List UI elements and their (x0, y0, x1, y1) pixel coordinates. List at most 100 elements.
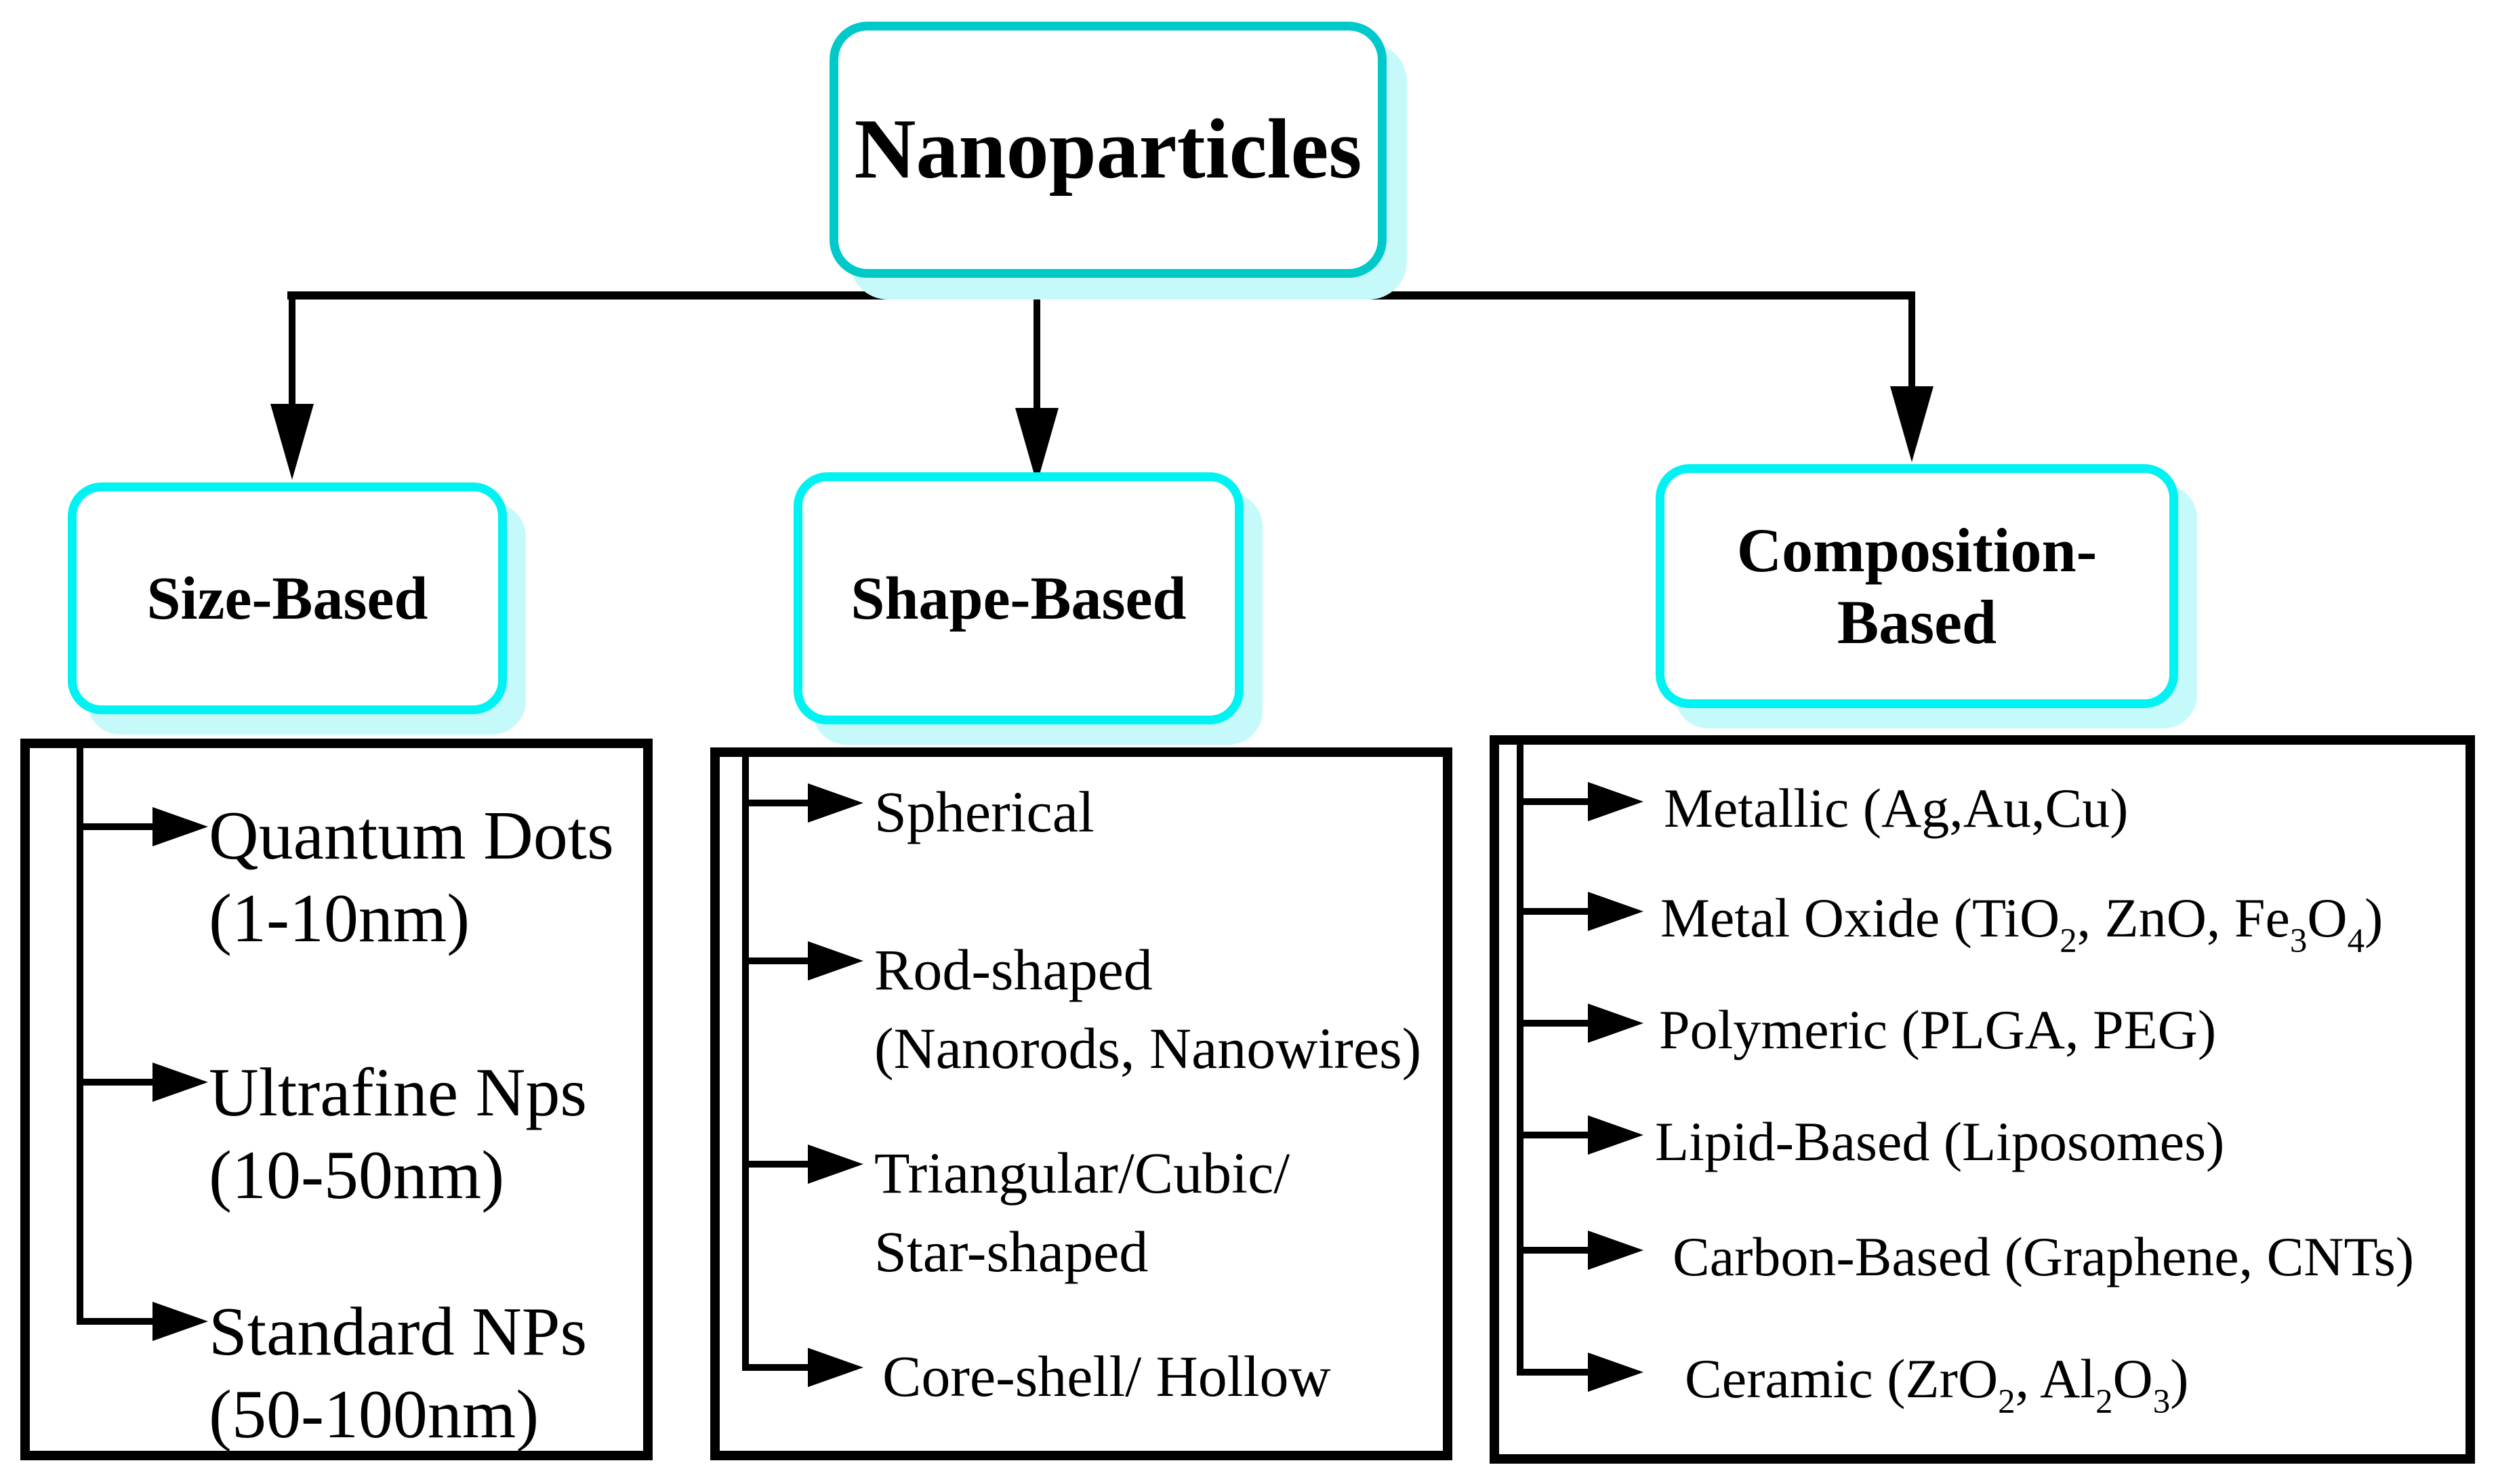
arrow-shaft (77, 1318, 152, 1325)
list-item: Ultrafine Nps (10-50nm) (209, 1052, 587, 1217)
arrow-head (808, 941, 863, 981)
category-box-shape-based: Shape-Based (794, 472, 1244, 724)
list-item-line: Metallic (Ag,Au,Cu) (1664, 771, 2128, 846)
arrow-shaft (742, 1364, 808, 1371)
arrow-head (808, 783, 863, 823)
text-segment: , ZnO, Fe (2076, 887, 2290, 949)
subscript-text: 3 (2152, 1382, 2171, 1420)
arrow-shaft (1517, 1369, 1588, 1376)
branch-trunk-line (742, 747, 749, 1370)
text-segment: (50-100nm) (209, 1376, 539, 1453)
arrow-right-icon (742, 1145, 863, 1184)
branch-trunk-line (1517, 735, 1523, 1374)
subscript-text: 2 (1998, 1382, 2016, 1420)
arrow-shaft (77, 1079, 152, 1086)
list-item-line: Lipid-Based (Liposomes) (1655, 1105, 2224, 1179)
arrow-shaft (1517, 1247, 1588, 1254)
list-panel-size-based (20, 739, 653, 1460)
category-box-composition-based: Composition-Based (1656, 464, 2178, 708)
arrow-head (1588, 1353, 1643, 1392)
arrow-right-icon (742, 783, 863, 823)
connector-hline (287, 291, 1911, 300)
list-item-line: Standard NPs (209, 1291, 587, 1374)
list-item-line: Star-shaped (874, 1212, 1290, 1291)
list-item: Spherical (874, 772, 1094, 851)
arrow-right-icon (1517, 1231, 1643, 1270)
arrow-right-icon (1517, 892, 1643, 931)
list-item: Standard NPs (50-100nm) (209, 1291, 587, 1456)
arrow-down-icon (1890, 386, 1934, 462)
text-segment: Star-shaped (874, 1219, 1149, 1284)
list-item-line: Carbon-Based (Graphene, CNTs) (1673, 1220, 2414, 1294)
arrow-right-icon (742, 1348, 863, 1387)
arrow-head (152, 1302, 208, 1341)
subscript-text: 4 (2347, 921, 2365, 960)
category-box-size-based: Size-Based (68, 482, 507, 714)
arrow-shaft (77, 823, 152, 830)
list-item-line: Rod-shaped (874, 930, 1421, 1009)
list-item-line: Metal Oxide (TiO2, ZnO, Fe3O4) (1660, 881, 2383, 978)
arrow-head (1588, 1115, 1643, 1155)
list-panel-shape-based (710, 747, 1452, 1460)
list-item-line: Quantum Dots (209, 795, 614, 878)
list-item-line: Polymeric (PLGA, PEG) (1659, 993, 2216, 1067)
arrow-shaft (1517, 798, 1588, 805)
text-segment: (10-50nm) (209, 1137, 505, 1214)
arrow-shaft (1517, 1020, 1588, 1027)
text-segment: ) (2170, 1348, 2189, 1409)
list-item: Metal Oxide (TiO2, ZnO, Fe3O4) (1660, 881, 2383, 978)
category-label: Size-Based (146, 564, 428, 632)
arrow-head (808, 1348, 863, 1387)
arrow-right-icon (1517, 1353, 1643, 1392)
text-segment: Core-shell/ Hollow (882, 1344, 1331, 1409)
list-item: Triangular/Cubic/ Star-shaped (874, 1134, 1290, 1291)
text-segment: Quantum Dots (209, 798, 614, 874)
arrow-head (1588, 892, 1643, 931)
list-item: Carbon-Based (Graphene, CNTs) (1673, 1220, 2414, 1294)
arrow-shaft (1517, 908, 1588, 915)
arrow-head (1588, 1004, 1643, 1043)
text-segment: Metallic (Ag,Au,Cu) (1664, 777, 2129, 839)
arrow-right-icon (1517, 1115, 1643, 1155)
arrow-shaft (742, 800, 808, 806)
list-item-line: Ultrafine Nps (209, 1052, 587, 1134)
text-segment: Carbon-Based (Graphene, CNTs) (1673, 1226, 2415, 1287)
category-label: Composition-Based (1736, 516, 2098, 657)
arrow-head (808, 1145, 863, 1184)
text-segment: O (2112, 1348, 2153, 1409)
list-item: Polymeric (PLGA, PEG) (1659, 993, 2216, 1067)
connector-drop-left (289, 291, 295, 408)
list-item-line: (50-100nm) (209, 1374, 587, 1456)
arrow-right-icon (742, 941, 863, 981)
arrow-shaft (742, 957, 808, 964)
root-node-label: Nanoparticles (854, 102, 1362, 197)
arrow-shaft (1517, 1132, 1588, 1138)
list-item-line: (Nanorods, Nanowires) (874, 1009, 1421, 1088)
list-item: Quantum Dots (1-10nm) (209, 795, 614, 960)
subscript-text: 2 (2095, 1382, 2113, 1420)
arrow-right-icon (77, 1302, 208, 1341)
text-segment: Polymeric (PLGA, PEG) (1659, 999, 2217, 1060)
list-item: Lipid-Based (Liposomes) (1655, 1105, 2224, 1179)
list-item-line: (1-10nm) (209, 878, 614, 960)
arrow-shaft (742, 1161, 808, 1168)
list-item-line: (10-50nm) (209, 1134, 587, 1217)
arrow-right-icon (1517, 782, 1643, 821)
text-segment: Ceramic (ZrO (1685, 1348, 1999, 1409)
subscript-text: 2 (2060, 921, 2077, 960)
connector-drop-right (1908, 291, 1915, 390)
subscript-text: 3 (2289, 921, 2308, 960)
connector-drop-middle (1034, 275, 1040, 412)
text-segment: Standard NPs (209, 1294, 588, 1370)
list-item: Metallic (Ag,Au,Cu) (1664, 771, 2128, 846)
list-panel-composition-based (1490, 735, 2475, 1464)
category-label: Shape-Based (851, 564, 1187, 632)
arrow-head (152, 807, 208, 846)
arrow-right-icon (77, 1063, 208, 1102)
arrow-head (1588, 782, 1643, 821)
text-segment: Spherical (874, 779, 1094, 844)
arrow-right-icon (77, 807, 208, 846)
list-item-line: Triangular/Cubic/ (874, 1134, 1290, 1212)
text-segment: O (2307, 887, 2348, 949)
